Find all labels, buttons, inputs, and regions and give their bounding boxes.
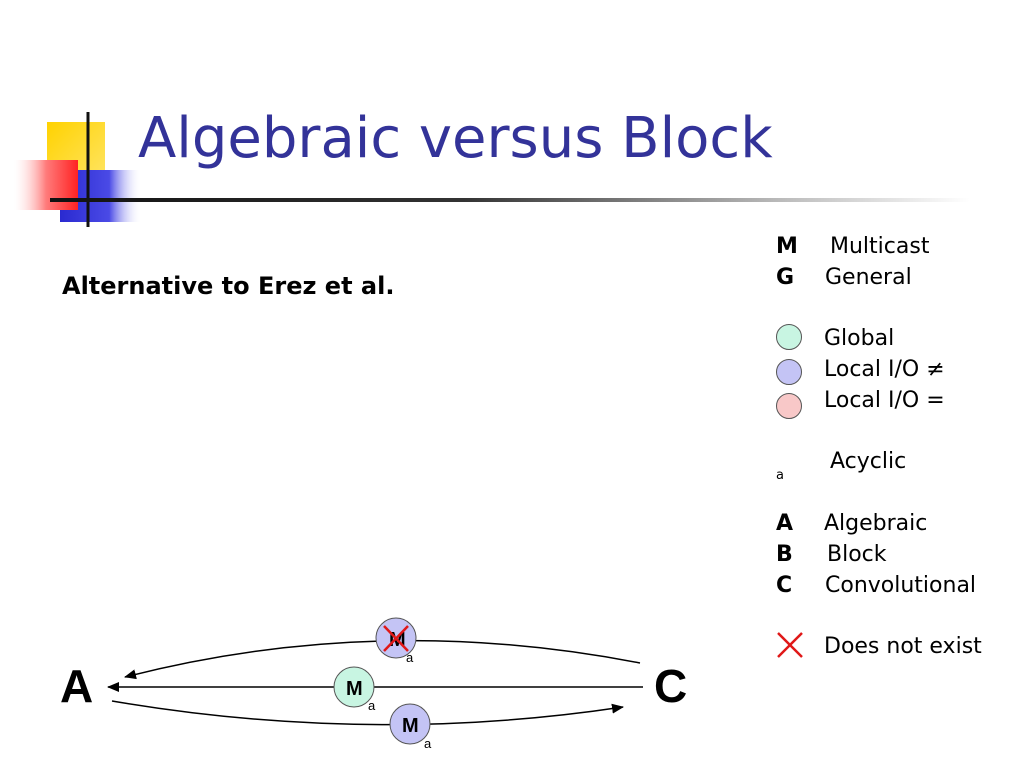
slide-subtitle: Alternative to Erez et al.	[62, 272, 395, 300]
logo-red-square	[14, 160, 78, 210]
title-divider	[50, 198, 970, 202]
legend-key: A	[776, 511, 794, 536]
legend-subscript-symbol: a	[776, 468, 784, 483]
network-diagram: A C M a M a M a	[60, 617, 687, 751]
node-upper-subscript: a	[406, 650, 414, 665]
node-middle-multicast: M a	[333, 666, 376, 713]
legend-label: Block	[827, 542, 887, 567]
node-upper-multicast: M a	[375, 617, 417, 665]
legend-circle-icon	[776, 393, 802, 419]
legend-circle-icon	[776, 359, 802, 385]
slide-logo-decoration	[14, 112, 142, 227]
node-lower-circle	[389, 703, 431, 745]
node-lower-subscript: a	[424, 736, 432, 751]
edge-a-to-c-lower	[111, 700, 624, 726]
legend-label: Does not exist	[824, 634, 982, 659]
legend-key: B	[776, 542, 793, 567]
node-middle-circle	[333, 666, 375, 708]
legend-label: General	[825, 265, 912, 290]
legend-label: Algebraic	[824, 511, 928, 536]
page-title: Algebraic versus Block	[138, 106, 773, 171]
node-c-label: C	[654, 660, 687, 712]
legend-label: Acyclic	[830, 449, 907, 474]
legend-key: G	[776, 265, 795, 290]
legend-label: Convolutional	[825, 573, 977, 598]
node-middle-label: M	[346, 678, 363, 700]
node-a-label: A	[60, 660, 93, 712]
node-middle-subscript: a	[368, 698, 376, 713]
legend-key: C	[776, 573, 793, 598]
legend-circle-icon	[776, 324, 802, 350]
cross-icon	[777, 632, 803, 658]
node-lower-multicast: M a	[389, 703, 432, 751]
legend-label: Local I/O =	[824, 388, 945, 413]
node-lower-label: M	[402, 715, 419, 737]
cross-icon	[383, 625, 409, 652]
legend-label: Global	[824, 326, 895, 351]
legend-key: M	[776, 234, 798, 259]
legend-label: Local I/O ≠	[824, 357, 945, 382]
legend-label: Multicast	[830, 234, 930, 259]
